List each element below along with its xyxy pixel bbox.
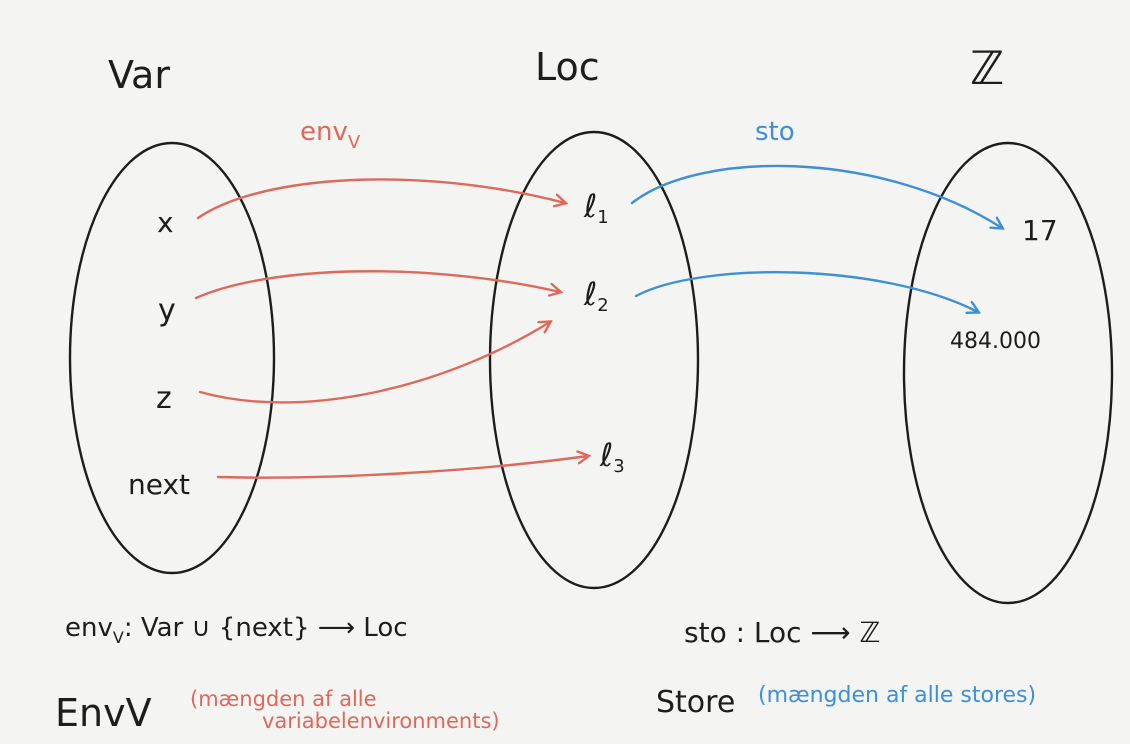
integers-set-ellipse [902, 141, 1114, 605]
env-map-name: env [300, 117, 348, 147]
env-arrow-x-to-l1 [196, 178, 565, 220]
env-signature-name: env [65, 613, 113, 643]
location-l3-base: ℓ [599, 436, 613, 474]
int-value-484000: 484.000 [950, 329, 1041, 354]
location-l1: ℓ1 [583, 187, 609, 228]
envv-description-line1: (mængden af alle [190, 687, 377, 711]
sto-signature: sto : Loc ⟶ ℤ [684, 616, 880, 649]
store-description: (mængden af alle stores) [758, 683, 1036, 708]
var-set-ellipse [68, 141, 276, 575]
sto-arrow-l2-to-484000 [634, 271, 978, 312]
env-signature: envV: Var ∪ {next} ⟶ Loc [65, 613, 408, 647]
var-item-y: y [158, 293, 176, 328]
location-l1-base: ℓ [583, 187, 597, 225]
env-arrow-y-to-l2 [194, 270, 560, 300]
loc-set-ellipse [488, 130, 700, 590]
location-l1-sub: 1 [597, 207, 608, 228]
env-arrow-z-to-l2 [198, 322, 550, 404]
store-name: Store [656, 685, 735, 720]
env-arrow-next-to-l3 [216, 456, 588, 479]
integers-set-title: ℤ [970, 41, 1004, 95]
var-set-title: Var [108, 53, 170, 97]
sto-map-label: sto [755, 117, 795, 147]
location-l2-base: ℓ [583, 275, 597, 313]
env-signature-sub: V [113, 628, 124, 647]
var-item-z: z [156, 381, 172, 416]
location-l3: ℓ3 [599, 436, 625, 477]
env-map-subscript: V [348, 132, 361, 153]
envv-description-line2: variabelenvironments) [262, 709, 500, 733]
loc-set-title: Loc [535, 45, 600, 89]
location-l2-sub: 2 [597, 295, 608, 316]
sto-arrow-l1-to-17 [630, 164, 1002, 228]
var-item-x: x [157, 206, 174, 239]
location-l2: ℓ2 [583, 275, 609, 316]
int-value-17: 17 [1022, 214, 1058, 247]
env-signature-rest: : Var ∪ {next} ⟶ Loc [124, 613, 408, 643]
env-map-label: envV [300, 117, 361, 153]
location-l3-sub: 3 [613, 456, 624, 477]
var-item-next: next [128, 468, 190, 501]
envv-name: EnvV [55, 691, 152, 735]
